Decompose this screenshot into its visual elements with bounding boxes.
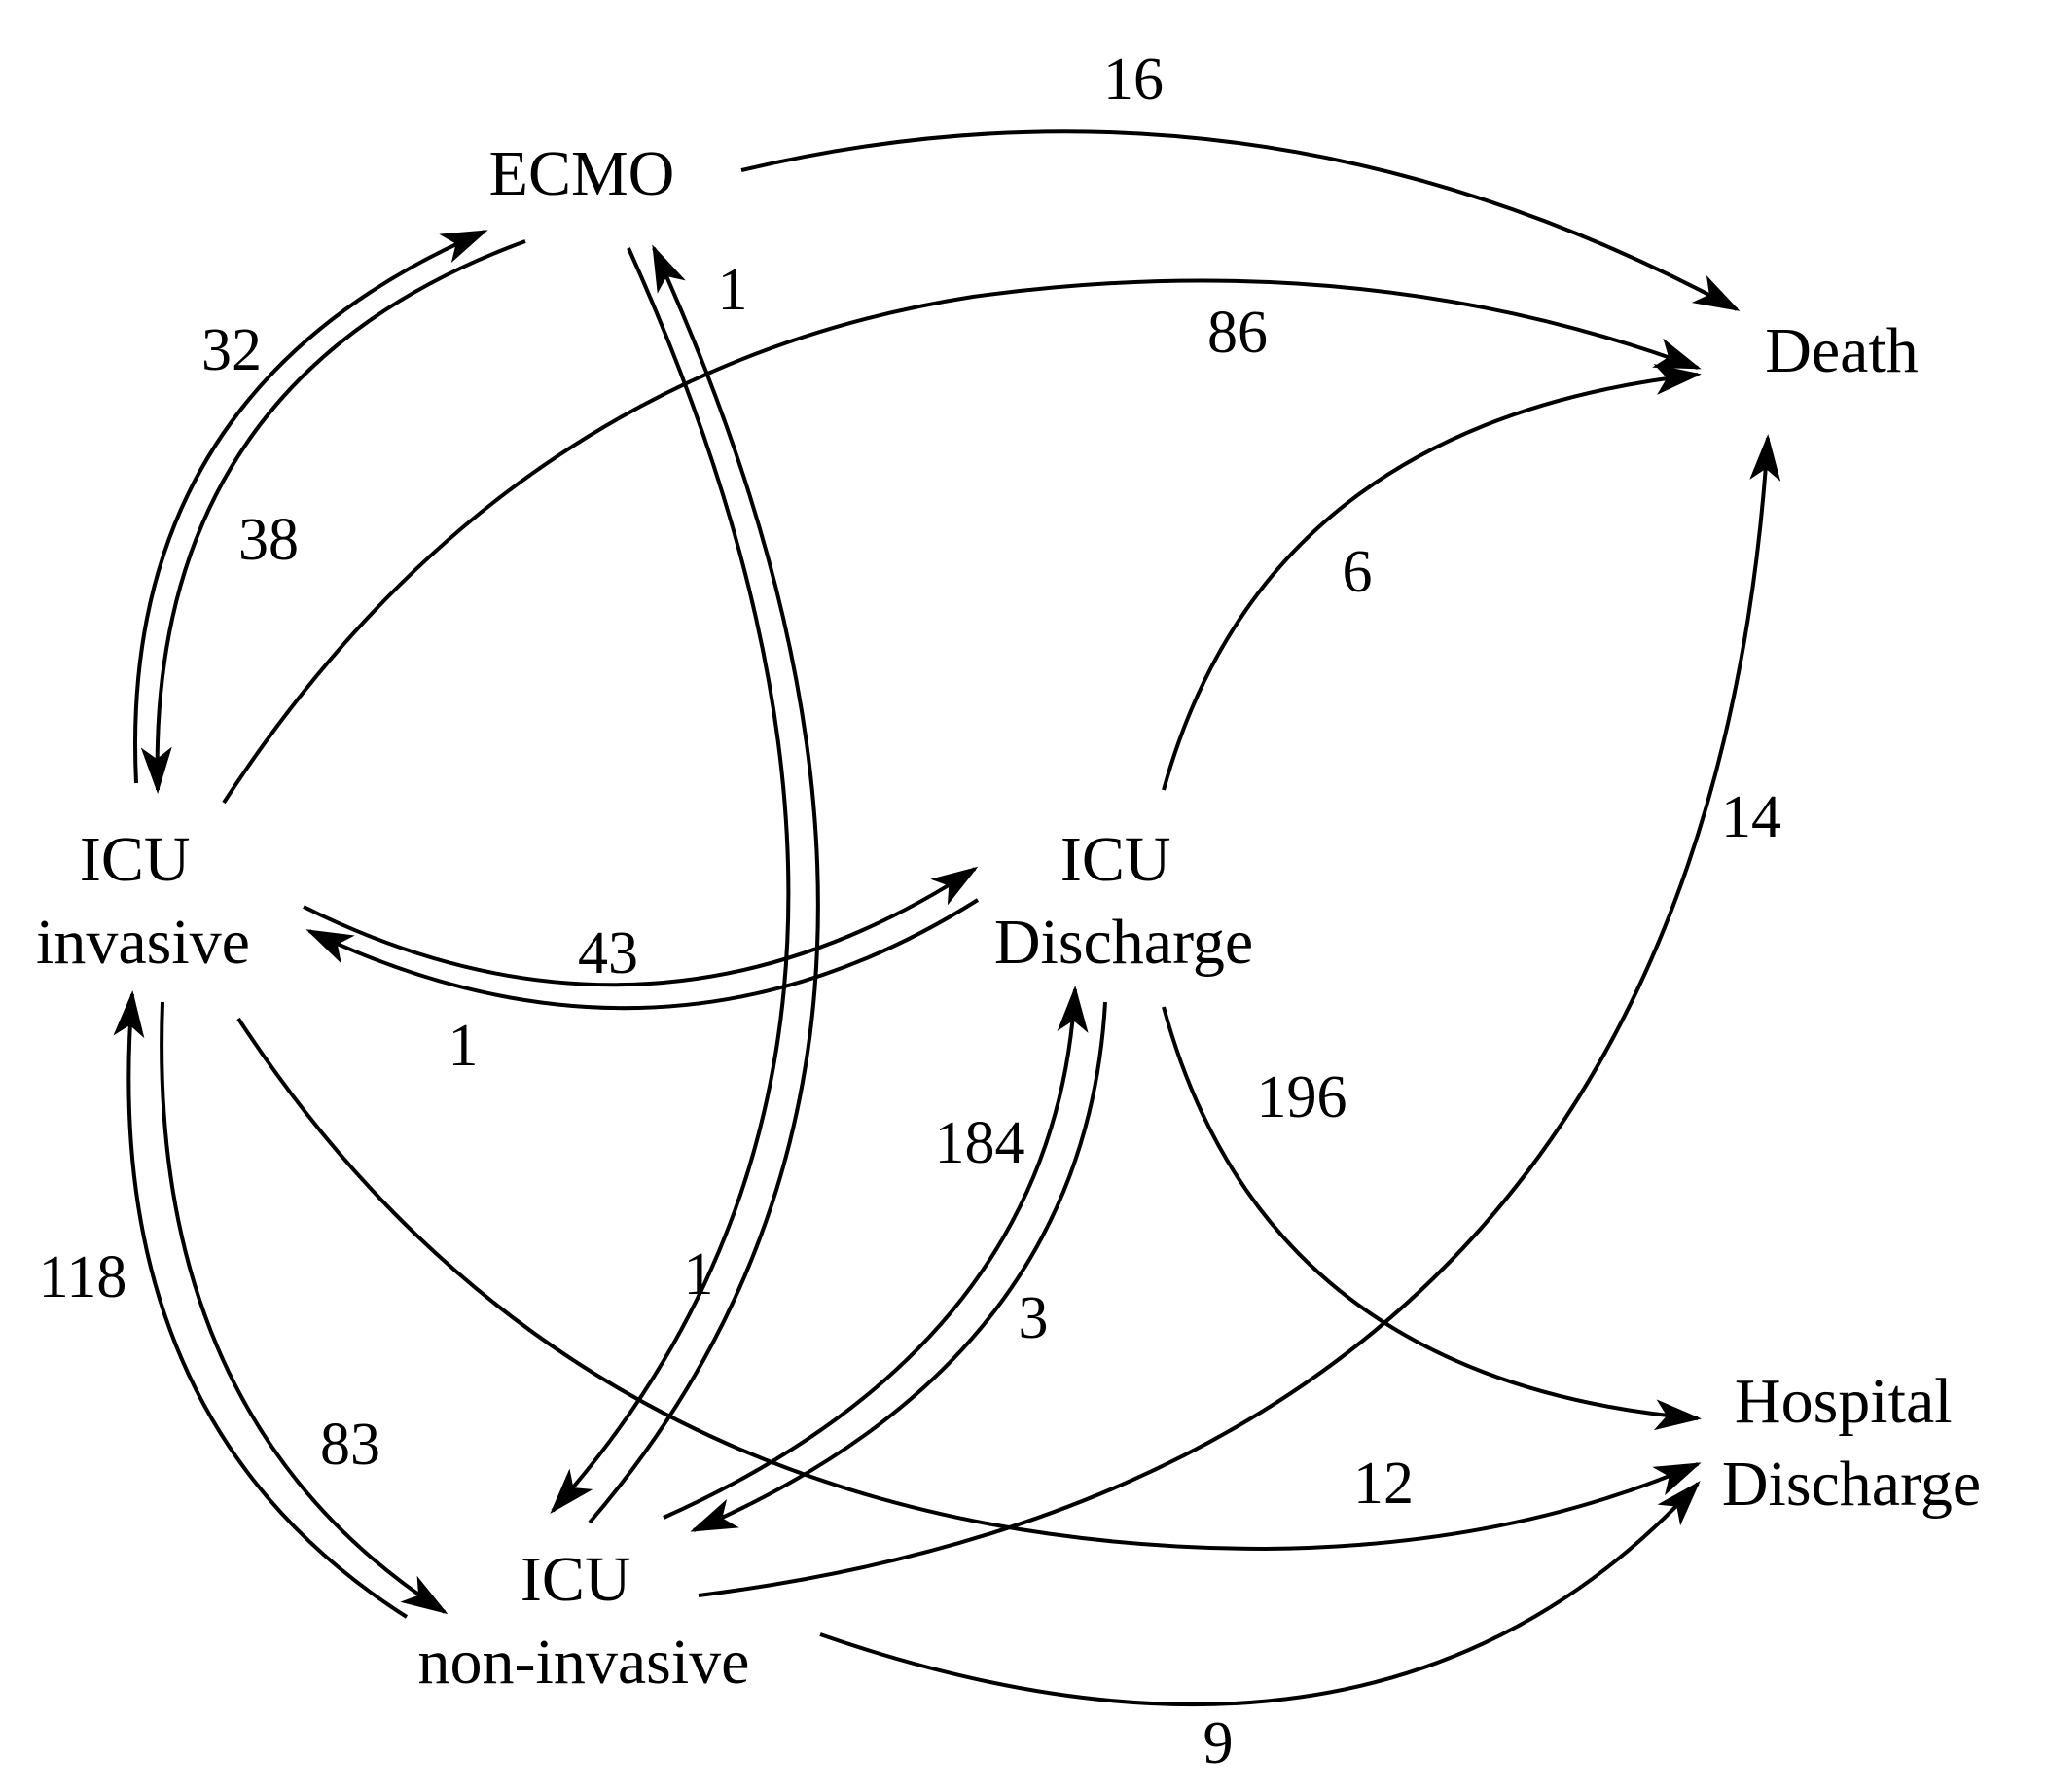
edge-icudischarge-to-noninvasive (690, 1001, 1107, 1532)
edge-label-noninvasive-invasive: 118 (39, 1244, 127, 1310)
node-icu-discharge: ICU Discharge (994, 824, 1253, 978)
edge-noninvasive-to-ecmo (588, 244, 820, 1524)
node-death: Death (1765, 315, 1919, 386)
edge-label-icudischarge-death: 6 (1343, 539, 1373, 605)
edge-label-ecmo-death: 16 (1103, 47, 1164, 113)
edge-ecmo-to-death (740, 129, 1741, 311)
edge-label-icudischarge-noninvasive: 3 (1019, 1285, 1049, 1351)
edge-label-noninvasive-death: 14 (1721, 784, 1781, 850)
edge-label-noninvasive-ecmo: 1 (718, 257, 748, 323)
edge-icudischarge-to-hospital (1162, 1006, 1702, 1431)
edge-invasive-to-hospital (236, 1017, 1702, 1552)
edge-label-invasive-ecmo: 32 (201, 317, 262, 383)
node-icu-invasive: ICU invasive (36, 824, 250, 978)
edge-invasive-to-icudischarge (303, 866, 979, 987)
edge-label-noninvasive-icudischarge: 184 (935, 1110, 1025, 1176)
edge-icudischarge-to-death (1162, 364, 1702, 791)
edge-label-ecmo-noninvasive: 1 (684, 1241, 714, 1308)
edge-label-invasive-noninvasive: 83 (320, 1412, 380, 1478)
edge-ecmo-to-invasive (140, 239, 526, 794)
edge-label-invasive-icudischarge: 43 (578, 920, 638, 986)
edge-noninvasive-to-invasive (113, 990, 409, 1619)
edge-noninvasive-to-hospital (819, 1481, 1701, 1707)
edge-labels: 16 32 38 1 1 86 6 14 43 1 196 184 3 118 … (39, 47, 1781, 1776)
edge-label-ecmo-invasive: 38 (238, 507, 299, 573)
nodes: ECMO Death ICU invasive ICU Discharge IC… (36, 138, 1981, 1698)
edge-ecmo-to-noninvasive (550, 247, 791, 1514)
edge-label-icudischarge-invasive: 1 (449, 1013, 479, 1079)
edge-label-icudischarge-hospital: 196 (1257, 1064, 1347, 1130)
edge-noninvasive-to-death (698, 434, 1781, 1597)
node-icu-noninvasive: ICU non-invasive (418, 1544, 750, 1698)
edges (113, 129, 1781, 1707)
edge-invasive-to-noninvasive (160, 1001, 449, 1615)
edge-invasive-to-ecmo (133, 230, 488, 784)
edge-label-noninvasive-hospital: 9 (1203, 1710, 1234, 1776)
edge-label-invasive-death: 86 (1207, 300, 1268, 366)
edge-icudischarge-to-invasive (305, 898, 980, 1011)
edge-noninvasive-to-icudischarge (663, 986, 1089, 1520)
edge-invasive-to-death (222, 278, 1702, 805)
node-hospital-discharge: Hospital Discharge (1722, 1366, 1981, 1520)
node-ecmo: ECMO (489, 138, 675, 209)
edge-label-invasive-hospital: 12 (1353, 1451, 1414, 1517)
